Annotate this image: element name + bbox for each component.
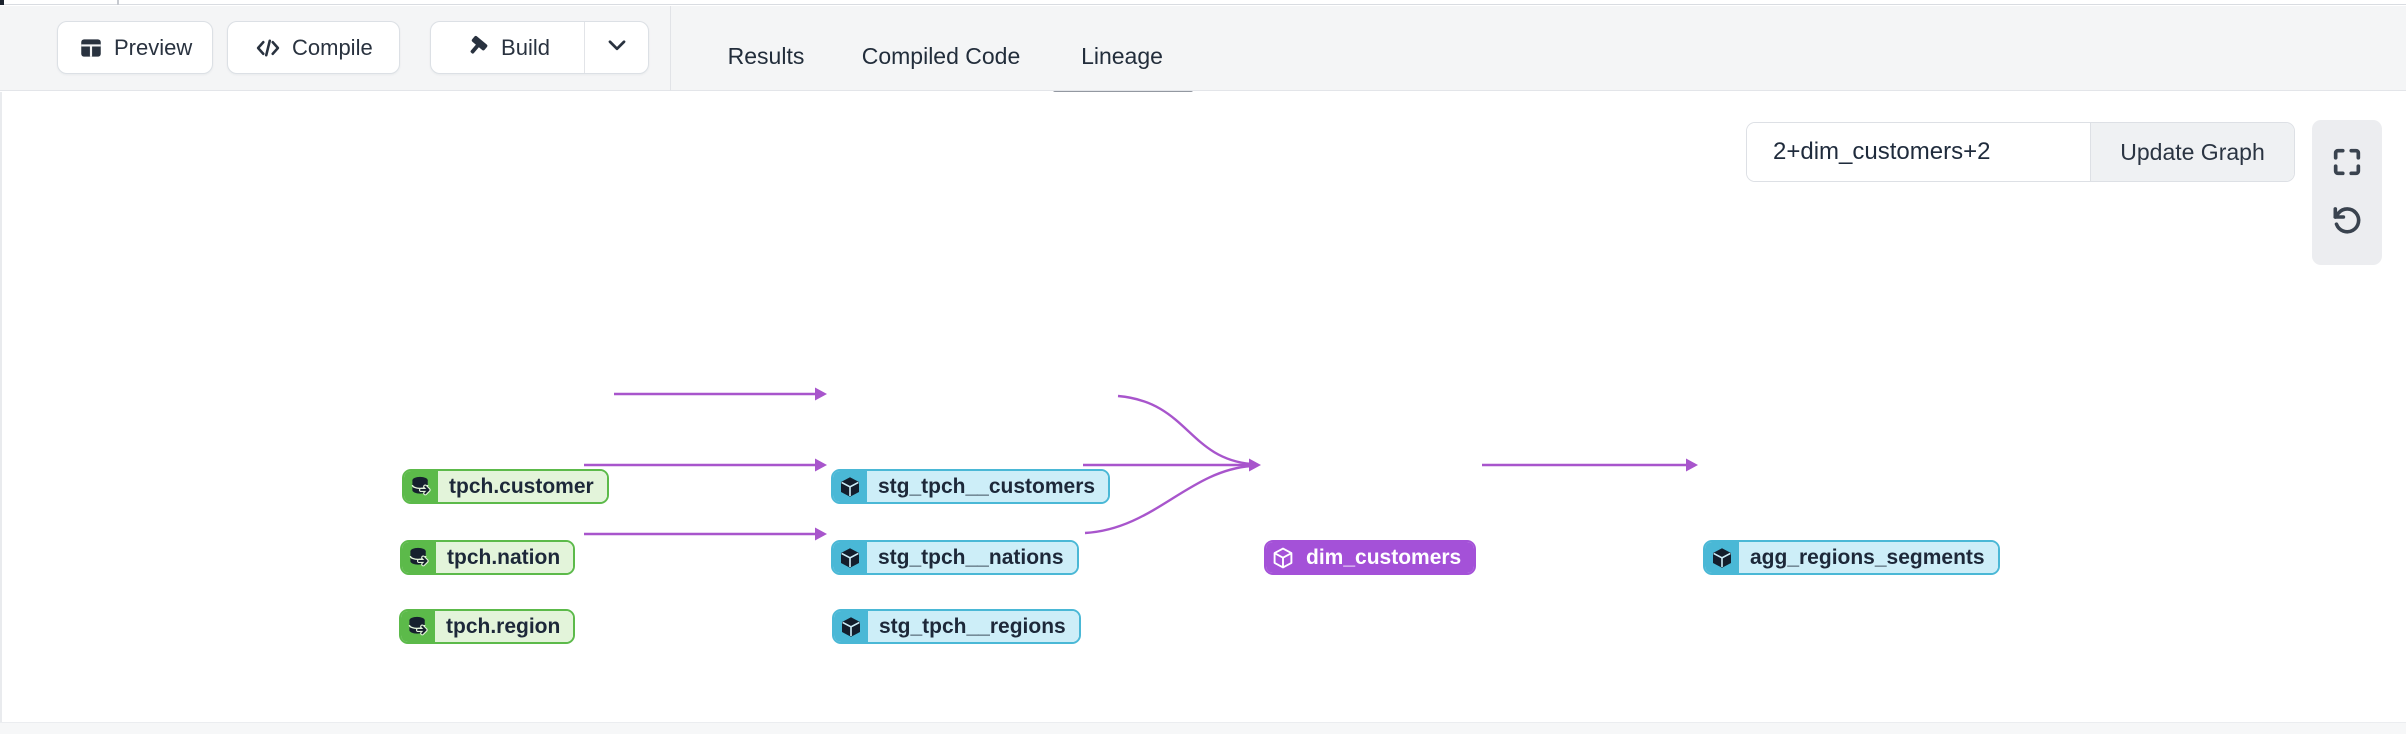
panel-toolbar: Preview Compile — [0, 6, 2406, 91]
model-selector-input[interactable] — [1747, 123, 2090, 181]
model-selector-group: Update Graph — [1746, 122, 2295, 182]
database-icon — [402, 542, 436, 573]
graph-view-controls — [2312, 120, 2382, 265]
cube-icon — [833, 542, 867, 573]
update-graph-button[interactable]: Update Graph — [2090, 123, 2294, 181]
lineage-node-source[interactable]: tpch.region — [399, 609, 575, 644]
node-label: dim_customers — [1300, 542, 1474, 573]
preview-button-label: Preview — [114, 35, 192, 61]
edge — [1118, 396, 1251, 464]
table-icon — [78, 35, 104, 61]
cube-icon — [1705, 542, 1739, 573]
node-label: stg_tpch__nations — [867, 542, 1077, 573]
lineage-node-model[interactable]: stg_tpch__regions — [832, 609, 1081, 644]
lineage-node-selected[interactable]: dim_customers — [1264, 540, 1476, 575]
hammer-icon — [465, 32, 491, 64]
lineage-edges-layer — [2, 92, 2406, 734]
edges — [584, 394, 1688, 534]
edge-arrowheads — [815, 388, 1698, 541]
panel-bottom-edge — [0, 722, 2406, 734]
database-icon — [404, 471, 438, 502]
toolbar-divider — [670, 6, 671, 91]
node-label: tpch.region — [435, 611, 573, 642]
lineage-node-model[interactable]: stg_tpch__nations — [831, 540, 1079, 575]
compile-button-label: Compile — [292, 35, 373, 61]
lineage-node-source[interactable]: tpch.customer — [402, 469, 609, 504]
node-label: agg_regions_segments — [1739, 542, 1998, 573]
build-split-button: Build — [430, 21, 649, 74]
cube-icon — [834, 611, 868, 642]
tab-lineage[interactable]: Lineage — [1081, 39, 1163, 73]
preview-button[interactable]: Preview — [57, 21, 213, 74]
lineage-node-model[interactable]: stg_tpch__customers — [831, 469, 1110, 504]
build-button[interactable]: Build — [431, 22, 584, 73]
caret-mark — [0, 0, 4, 5]
tab-results[interactable]: Results — [728, 39, 805, 73]
lineage-node-source[interactable]: tpch.nation — [400, 540, 575, 575]
node-label: tpch.nation — [436, 542, 573, 573]
code-icon — [254, 34, 282, 62]
node-label: stg_tpch__customers — [867, 471, 1108, 502]
editor-bottom-edge — [0, 0, 2406, 5]
tab-compiled-code[interactable]: Compiled Code — [862, 39, 1021, 73]
lineage-canvas[interactable]: Update Graph — [0, 92, 2406, 722]
fullscreen-button[interactable] — [2329, 145, 2365, 181]
reset-view-button[interactable] — [2329, 204, 2365, 240]
editor-tab-divider — [117, 0, 119, 5]
cube-icon — [1266, 542, 1300, 573]
rotate-ccw-icon — [2329, 202, 2365, 241]
database-icon — [401, 611, 435, 642]
cube-icon — [833, 471, 867, 502]
build-button-label: Build — [501, 35, 550, 61]
compile-button[interactable]: Compile — [227, 21, 400, 74]
lineage-node-model[interactable]: agg_regions_segments — [1703, 540, 2000, 575]
node-label: tpch.customer — [438, 471, 607, 502]
build-menu-button[interactable] — [584, 22, 648, 73]
node-label: stg_tpch__regions — [868, 611, 1079, 642]
fullscreen-icon — [2330, 145, 2364, 182]
chevron-down-icon — [604, 32, 630, 63]
